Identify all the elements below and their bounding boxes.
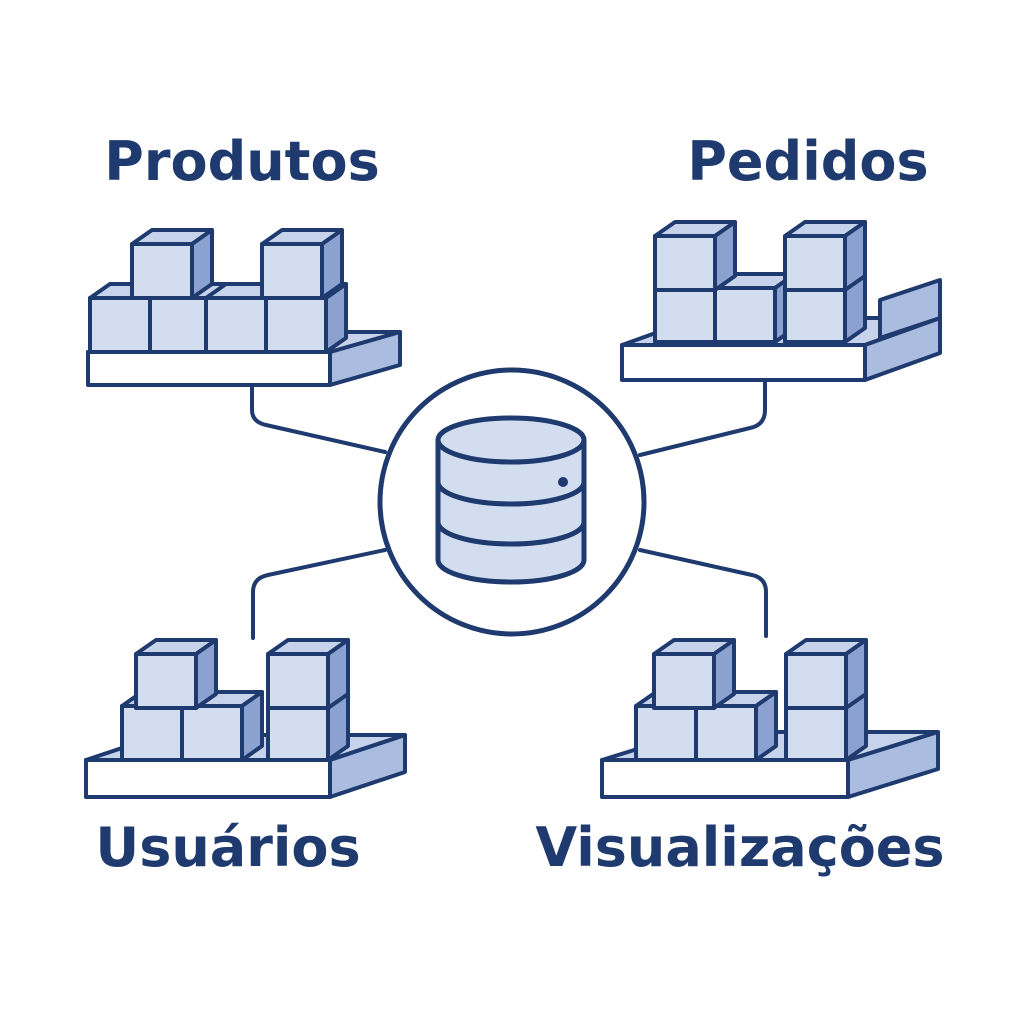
node-products: Produtos xyxy=(86,130,402,387)
connectors xyxy=(250,381,768,640)
node-views: Visualizações xyxy=(535,638,945,879)
node-orders: Pedidos xyxy=(620,130,942,382)
node-label-views: Visualizações xyxy=(535,816,944,879)
connector-views xyxy=(638,548,768,638)
pallet-boxes-icon xyxy=(86,228,402,387)
node-label-users: Usuários xyxy=(95,816,360,879)
node-users: Usuários xyxy=(84,638,407,879)
database-icon xyxy=(435,415,587,585)
connector-users xyxy=(251,548,387,640)
database-hub xyxy=(377,367,647,637)
connector-products xyxy=(250,383,387,454)
node-label-orders: Pedidos xyxy=(687,130,928,193)
connector-orders xyxy=(638,381,767,457)
pallet-boxes-icon xyxy=(84,638,407,799)
node-label-products: Produtos xyxy=(104,130,379,193)
pallet-boxes-icon xyxy=(620,220,942,382)
pallet-boxes-icon xyxy=(600,638,940,799)
